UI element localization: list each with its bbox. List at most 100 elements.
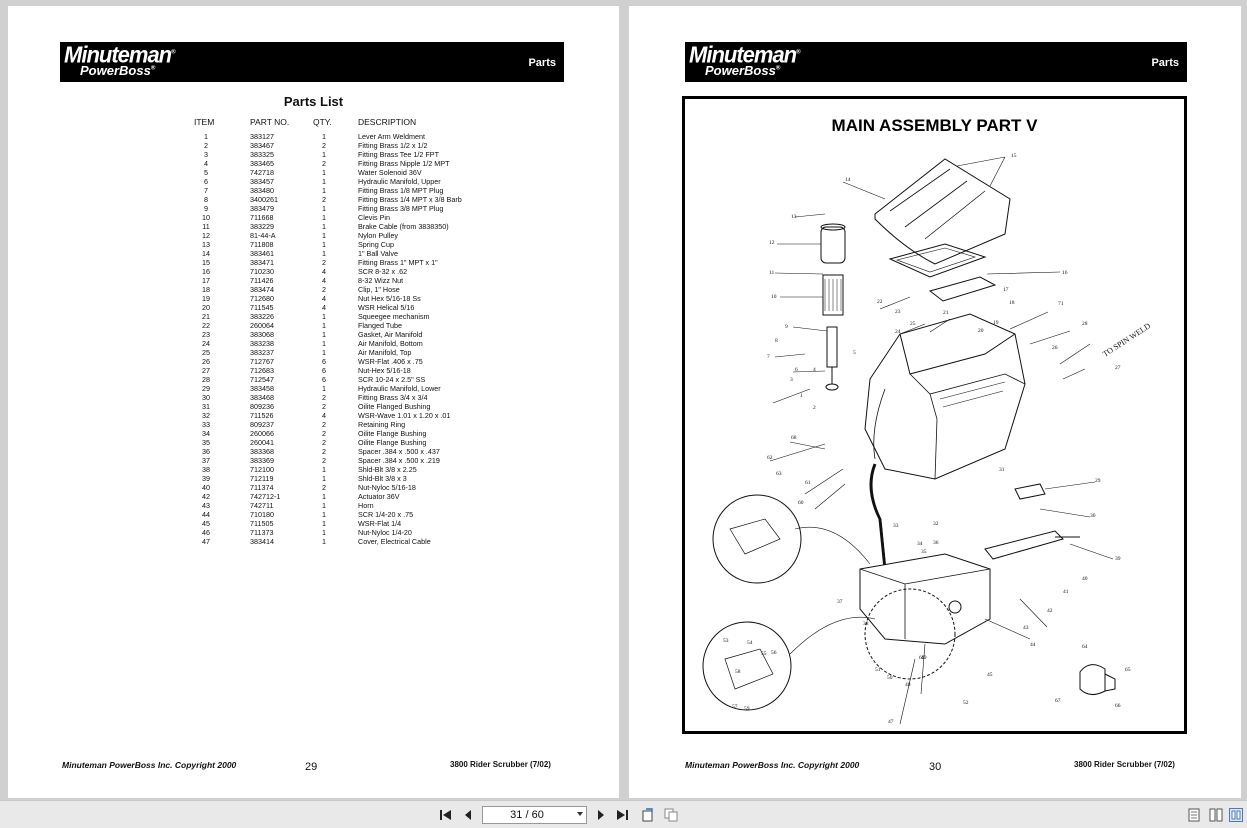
description-cell: Oilite Flange Bushing bbox=[358, 438, 427, 447]
part-no-cell: 383468 bbox=[250, 393, 274, 402]
description-cell: Spacer .384 x .500 x .437 bbox=[358, 447, 440, 456]
qty-cell: 6 bbox=[322, 366, 326, 375]
description-cell: Air Manifold, Bottom bbox=[358, 339, 423, 348]
callout-68: 68 bbox=[791, 435, 797, 441]
qty-cell: 1 bbox=[322, 186, 326, 195]
qty-cell: 1 bbox=[322, 519, 326, 528]
callout-55: 55 bbox=[761, 651, 767, 657]
callout-65: 65 bbox=[1125, 667, 1131, 673]
qty-cell: 1 bbox=[322, 321, 326, 330]
qty-cell: 2 bbox=[322, 258, 326, 267]
description-cell: Clip, 1" Hose bbox=[358, 285, 400, 294]
item-cell: 26 bbox=[202, 357, 210, 366]
description-cell: Horn bbox=[358, 501, 374, 510]
qty-cell: 1 bbox=[322, 312, 326, 321]
two-page-view-icon[interactable] bbox=[1208, 807, 1224, 823]
col-part-no: PART NO. bbox=[250, 117, 290, 127]
col-description: DESCRIPTION bbox=[358, 117, 417, 127]
description-cell: Nut-Hex 5/16-18 bbox=[358, 366, 411, 375]
rotate-icon[interactable] bbox=[640, 807, 656, 823]
part-no-cell: 711505 bbox=[250, 519, 274, 528]
part-no-cell: 809236 bbox=[250, 402, 274, 411]
last-page-icon[interactable] bbox=[614, 807, 630, 823]
callout-34: 34 bbox=[917, 541, 923, 547]
item-cell: 39 bbox=[202, 474, 210, 483]
qty-cell: 2 bbox=[322, 447, 326, 456]
qty-cell: 1 bbox=[322, 465, 326, 474]
description-cell: Clevis Pin bbox=[358, 213, 390, 222]
item-cell: 30 bbox=[202, 393, 210, 402]
callout-8: 8 bbox=[775, 338, 778, 344]
description-cell: Actuator 36V bbox=[358, 492, 400, 501]
callout-23: 23 bbox=[895, 309, 901, 315]
part-no-cell: 383465 bbox=[250, 159, 274, 168]
grid-view-icon[interactable] bbox=[1228, 807, 1244, 823]
diagram-title: MAIN ASSEMBLY PART V bbox=[831, 116, 1038, 135]
item-cell: 13 bbox=[202, 240, 210, 249]
item-cell: 34 bbox=[202, 429, 210, 438]
footer-model: 3800 Rider Scrubber (7/02) bbox=[1074, 760, 1175, 769]
part-no-cell: 383474 bbox=[250, 285, 274, 294]
description-cell: Gasket, Air Manifold bbox=[358, 330, 423, 339]
part-no-cell: 711374 bbox=[250, 483, 274, 492]
callout-41: 41 bbox=[1063, 589, 1069, 595]
part-no-cell: 383226 bbox=[250, 312, 274, 321]
page-number-select[interactable]: 31 / 60 bbox=[482, 806, 587, 824]
description-cell: Oilite Flange Bushing bbox=[358, 429, 427, 438]
next-page-icon[interactable] bbox=[593, 807, 609, 823]
callout-59: 59 bbox=[744, 706, 750, 712]
qty-cell: 1 bbox=[322, 177, 326, 186]
first-page-icon[interactable] bbox=[438, 807, 454, 823]
callout-58: 58 bbox=[735, 669, 741, 675]
part-no-cell: 711808 bbox=[250, 240, 274, 249]
item-cell: 11 bbox=[202, 222, 210, 231]
item-cell: 6 bbox=[204, 177, 208, 186]
qty-cell: 1 bbox=[322, 501, 326, 510]
callout-57: 57 bbox=[732, 704, 738, 710]
item-cell: 10 bbox=[202, 213, 210, 222]
part-no-cell: 383457 bbox=[250, 177, 274, 186]
part-no-cell: 711668 bbox=[250, 213, 274, 222]
callout-19: 19 bbox=[993, 320, 999, 326]
qty-cell: 1 bbox=[322, 384, 326, 393]
item-cell: 27 bbox=[202, 366, 210, 375]
brand-logo: Minuteman® PowerBoss® bbox=[64, 41, 176, 78]
copy-icon[interactable] bbox=[663, 807, 679, 823]
part-no-cell: 712680 bbox=[250, 294, 274, 303]
callout-14: 14 bbox=[845, 177, 851, 183]
description-cell: Fitting Brass 1/8 MPT Plug bbox=[358, 186, 444, 195]
prev-page-icon[interactable] bbox=[460, 807, 476, 823]
section-label: Parts bbox=[528, 57, 556, 69]
part-no-cell: 383480 bbox=[250, 186, 274, 195]
part-no-cell: 260066 bbox=[250, 429, 274, 438]
callout-61: 61 bbox=[805, 480, 811, 486]
page-number: 29 bbox=[305, 761, 318, 773]
callout-42: 42 bbox=[1047, 608, 1053, 614]
item-cell: 33 bbox=[202, 420, 210, 429]
description-cell: Nut-Nyloc 1/4-20 bbox=[358, 528, 412, 537]
callout-45: 45 bbox=[987, 672, 993, 678]
single-page-view-icon[interactable] bbox=[1186, 807, 1202, 823]
callout-71: 71 bbox=[1058, 301, 1064, 307]
description-cell: Fitting Brass 1/2 x 1/2 bbox=[358, 141, 428, 150]
chevron-down-icon bbox=[577, 812, 583, 816]
description-cell: Fitting Brass 3/8 MPT Plug bbox=[358, 204, 444, 213]
item-cell: 3 bbox=[204, 150, 208, 159]
part-no-cell: 383471 bbox=[250, 258, 274, 267]
part-no-cell: 710180 bbox=[250, 510, 274, 519]
callout-3: 3 bbox=[790, 377, 793, 383]
description-cell: Nut-Nyloc 5/16-18 bbox=[358, 483, 416, 492]
description-cell: Retaining Ring bbox=[358, 420, 406, 429]
description-cell: Hydraulic Manifold, Upper bbox=[358, 177, 441, 186]
item-cell: 28 bbox=[202, 375, 210, 384]
part-no-cell: 3400261 bbox=[250, 195, 278, 204]
part-no-cell: 260064 bbox=[250, 321, 274, 330]
callout-7: 7 bbox=[767, 354, 770, 360]
